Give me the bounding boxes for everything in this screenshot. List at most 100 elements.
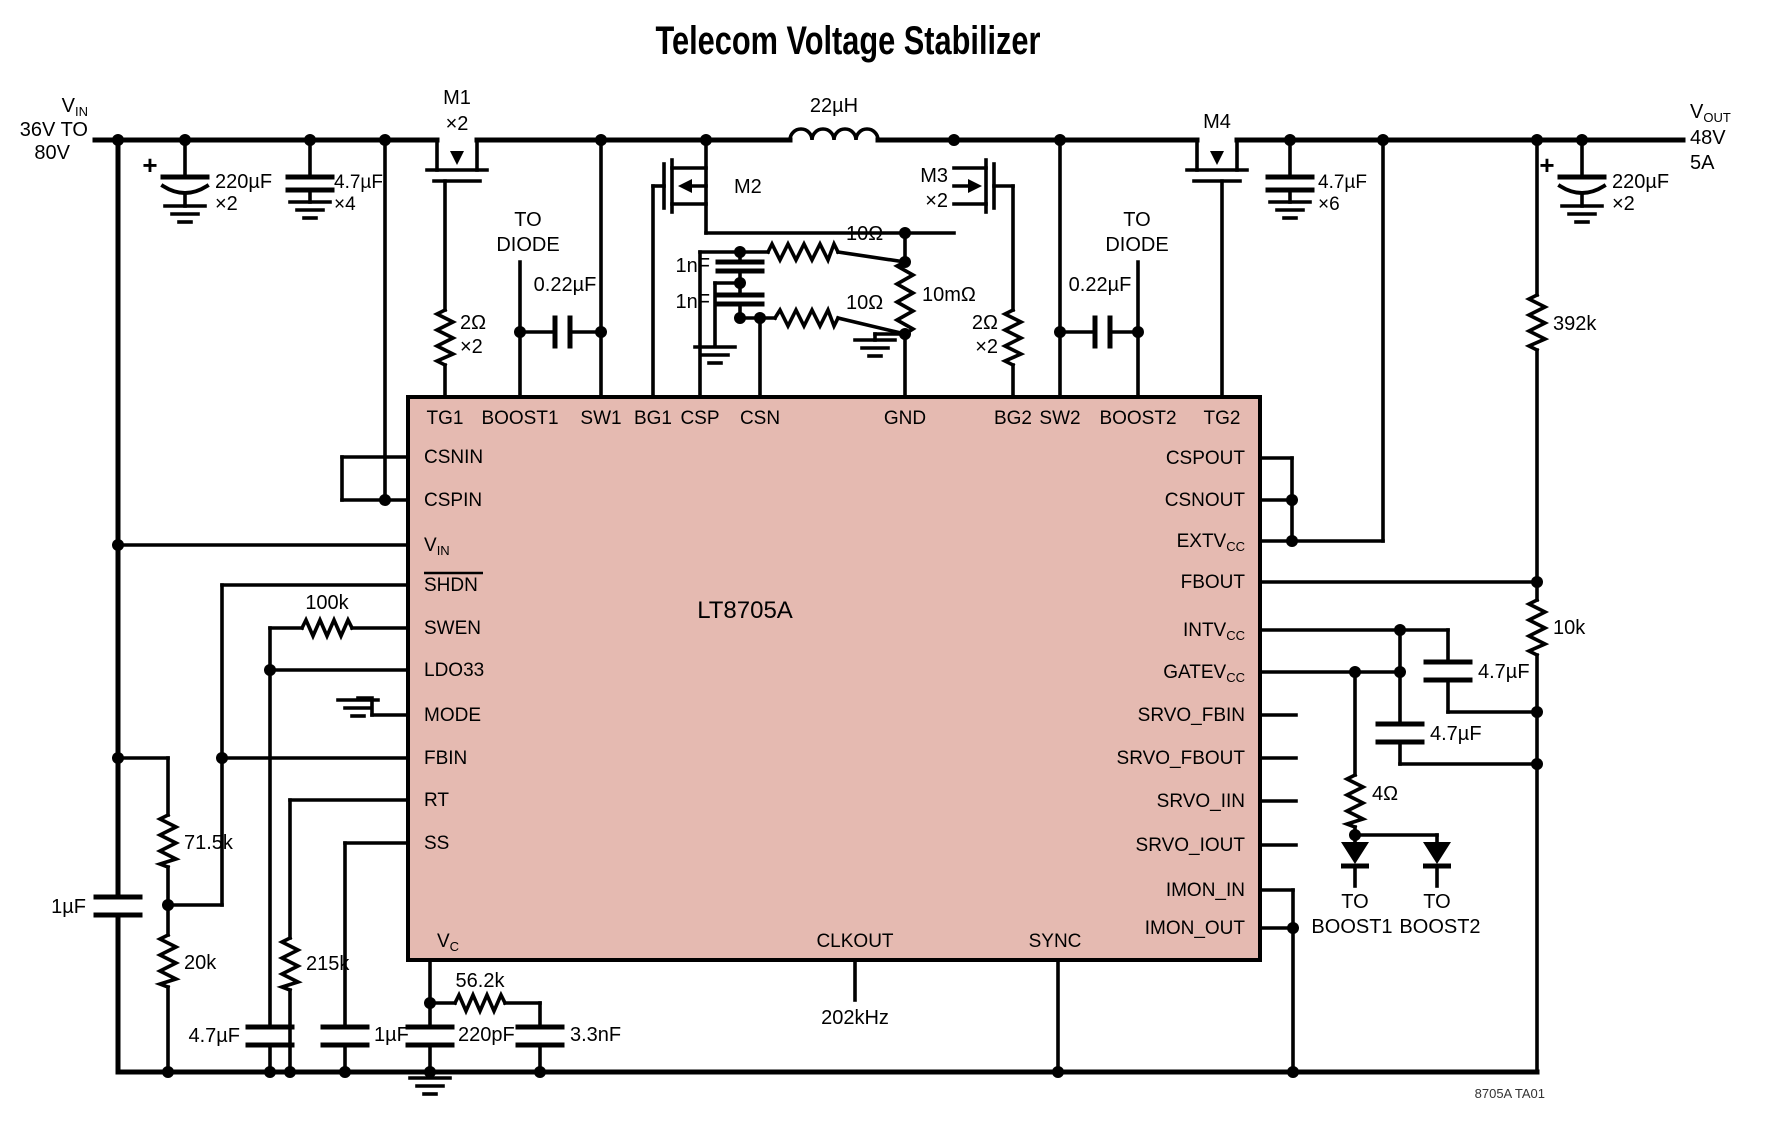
clkout-frequency: 202kHz — [821, 1007, 889, 1029]
resistor-10mohm-sense — [893, 259, 917, 337]
pin-sync: SYNC — [1029, 931, 1082, 952]
cap-0.22uf-boost1-value: 0.22µF — [534, 274, 597, 296]
pin-csnin: CSNIN — [424, 447, 483, 468]
pin-bg1: BG1 — [634, 408, 672, 429]
component-labels: + 220µF ×2 4.7µF ×4 M1 ×2 M2 M3 ×2 M4 22… — [51, 87, 1669, 1047]
to-diode-right-l2: DIODE — [1105, 234, 1168, 256]
signal-wires — [116, 138, 1584, 1074]
resistor-20k — [154, 932, 181, 990]
cap-220uf-out-value: 220µF — [1612, 171, 1669, 193]
pin-tg2: TG2 — [1204, 408, 1241, 429]
pin-csp: CSP — [680, 408, 719, 429]
res-10ohm-bottom-value: 10Ω — [846, 292, 883, 314]
pin-gnd: GND — [884, 408, 926, 429]
pin-sw2: SW2 — [1039, 408, 1080, 429]
pin-csnout: CSNOUT — [1165, 490, 1246, 511]
cap-ldo33-value: 4.7µF — [188, 1025, 240, 1047]
pin-rt: RT — [424, 790, 449, 811]
cap-1uf-vin-value: 1µF — [51, 896, 86, 918]
resistors — [154, 239, 1550, 1016]
pin-swen: SWEN — [424, 618, 481, 639]
pin-gatevcc: GATEVCC — [1163, 662, 1245, 685]
vin-range: 36V TO — [20, 119, 88, 141]
cap-220uf-out-qty: ×2 — [1612, 193, 1635, 215]
pin-cspout: CSPOUT — [1166, 448, 1246, 469]
ic-bottom-pin-labels: VC CLKOUT SYNC — [437, 931, 1081, 954]
resistor-392k — [1524, 292, 1550, 353]
to-diode-left-l2: DIODE — [496, 234, 559, 256]
m2-name: M2 — [734, 176, 762, 198]
cap-intvcc-value: 4.7µF — [1478, 661, 1530, 683]
cap-gatevcc-value: 4.7µF — [1430, 723, 1482, 745]
mosfet-m1 — [425, 138, 489, 183]
vin-max: 80V — [34, 142, 70, 164]
m3-name: M3 — [920, 165, 948, 187]
pin-fbin: FBIN — [424, 748, 467, 769]
pin-shdn: SHDN — [424, 575, 478, 596]
cap-4.7uf-in-qty: ×4 — [334, 194, 356, 215]
cap-3.3nf-value: 3.3nF — [570, 1024, 621, 1046]
cap-polarity-plus: + — [142, 150, 157, 180]
ground-icon — [693, 345, 737, 365]
cap-4.7uf-out-qty: ×6 — [1318, 194, 1340, 215]
m1-name: M1 — [443, 87, 471, 109]
res-2ohm-bg2-value: 2Ω — [972, 312, 998, 334]
to-diode-left-l1: TO — [514, 209, 541, 231]
ground-icon — [288, 200, 332, 220]
pin-ss: SS — [424, 833, 449, 854]
pin-fbout: FBOUT — [1181, 572, 1246, 593]
resistor-2ohm-bg2 — [1000, 307, 1026, 368]
junction-dots — [112, 134, 1588, 1078]
boost-diodes — [1341, 842, 1451, 869]
inductor-symbol — [788, 127, 880, 142]
resistor-10ohm-top — [765, 239, 841, 265]
capacitors — [93, 174, 1607, 1048]
resistor-71.5k — [154, 812, 181, 870]
res-2ohm-tg1-value: 2Ω — [460, 312, 486, 334]
pin-csn: CSN — [740, 408, 780, 429]
res-392k-value: 392k — [1553, 313, 1597, 335]
pin-imon-in: IMON_IN — [1166, 880, 1245, 901]
res-2ohm-tg1-qty: ×2 — [460, 336, 483, 358]
ic-top-pin-labels: TG1 BOOST1 SW1 BG1 CSP CSN GND BG2 SW2 B… — [427, 408, 1241, 429]
schematic-title: Telecom Voltage Stabilizer — [656, 19, 1041, 63]
pin-tg1: TG1 — [427, 408, 464, 429]
resistor-10k — [1524, 597, 1550, 658]
inductor-value: 22µH — [810, 95, 858, 117]
vout-voltage: 48V — [1690, 127, 1726, 149]
ic-body — [406, 395, 1262, 962]
pin-srvo-iin: SRVO_IIN — [1157, 791, 1245, 812]
cap-4.7uf-out-value: 4.7µF — [1318, 172, 1367, 193]
m4-name: M4 — [1203, 111, 1231, 133]
diode1-dest-l1: TO — [1341, 891, 1368, 913]
pin-srvo-fbin: SRVO_FBIN — [1138, 705, 1245, 726]
pin-srvo-iout: SRVO_IOUT — [1136, 835, 1246, 856]
pin-extvcc: EXTVCC — [1177, 531, 1245, 554]
cap-1nf-bottom-value: 1nF — [676, 291, 710, 313]
mosfet-arrow-icon — [968, 179, 982, 193]
figure-id: 8705A TA01 — [1475, 1086, 1545, 1101]
res-2ohm-bg2-qty: ×2 — [975, 336, 998, 358]
mosfet-arrow-icon — [678, 179, 692, 193]
ic-part-number: LT8705A — [697, 597, 793, 624]
mosfet-arrow-icon — [450, 151, 464, 165]
pin-bg2: BG2 — [994, 408, 1032, 429]
mosfet-m3 — [952, 158, 996, 214]
res-20k-value: 20k — [184, 952, 217, 974]
ground-icon — [336, 698, 380, 718]
pin-cspin: CSPIN — [424, 490, 482, 511]
pin-imon-out: IMON_OUT — [1145, 918, 1246, 939]
ground-icon — [853, 338, 897, 358]
vout-port: VOUT 48V 5A — [1690, 101, 1731, 174]
ic-left-pin-labels: CSNIN CSPIN VIN SHDN SWEN LDO33 MODE FBI… — [424, 447, 484, 854]
cap-1nf-top-value: 1nF — [676, 255, 710, 277]
ground-icon — [163, 204, 207, 224]
pin-mode: MODE — [424, 705, 481, 726]
diode2-dest-l1: TO — [1423, 891, 1450, 913]
resistor-4ohm — [1341, 772, 1368, 830]
diode-boost1-icon — [1341, 842, 1369, 864]
vout-label: VOUT — [1690, 101, 1731, 125]
res-71.5k-value: 71.5k — [184, 832, 234, 854]
ground-symbols — [163, 200, 1604, 1096]
